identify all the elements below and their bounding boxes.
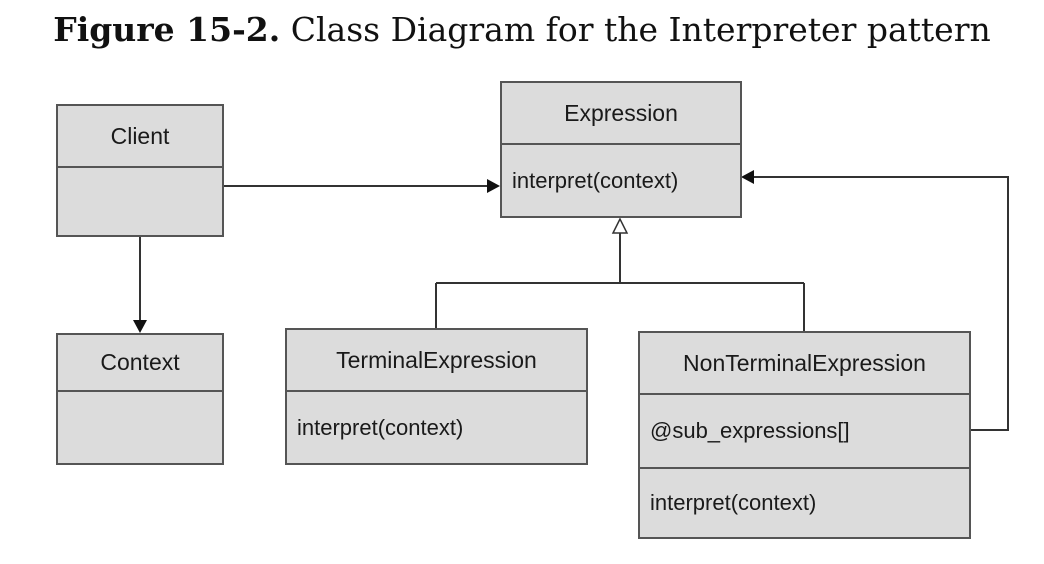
expression-class[interactable]: Expression interpret(context): [500, 81, 742, 218]
nonterminal-attribute-compartment: @sub_expressions[]: [640, 393, 969, 467]
expression-class-name: Expression: [502, 83, 740, 143]
terminal-expression-method-compartment: interpret(context): [287, 390, 586, 463]
figure-title: Class Diagram for the Interpreter patter…: [290, 10, 991, 49]
sub-expressions-attribute: @sub_expressions[]: [650, 418, 850, 443]
nonterminal-expression-class[interactable]: NonTerminalExpression @sub_expressions[]…: [638, 331, 971, 539]
terminal-expression-class[interactable]: TerminalExpression interpret(context): [285, 328, 588, 465]
subexpressions-reference-line: [753, 176, 1009, 431]
client-name-text: Client: [110, 122, 170, 149]
client-to-context-arrowhead: [133, 320, 147, 333]
client-class[interactable]: Client: [56, 104, 224, 237]
terminal-expression-class-name: TerminalExpression: [287, 330, 586, 390]
nonterminal-expression-name-text: NonTerminalExpression: [683, 349, 926, 376]
context-class-name: Context: [58, 335, 222, 390]
client-body-compartment: [58, 166, 222, 235]
client-to-expression-arrowhead: [487, 179, 500, 193]
terminal-interpret-method: interpret(context): [297, 414, 464, 440]
subexpressions-arrowhead: [741, 170, 754, 184]
nonterminal-interpret-method: interpret(context): [650, 490, 817, 515]
terminal-expression-name-text: TerminalExpression: [336, 346, 537, 373]
figure-caption: Figure 15-2. Class Diagram for the Inter…: [0, 10, 1044, 49]
client-class-name: Client: [58, 106, 222, 166]
figure-label: Figure 15-2.: [53, 10, 281, 49]
context-body-compartment: [58, 390, 222, 463]
generalization-triangle: [611, 217, 629, 234]
nonterminal-expression-class-name: NonTerminalExpression: [640, 333, 969, 393]
context-class[interactable]: Context: [56, 333, 224, 465]
expression-interpret-method: interpret(context): [512, 167, 679, 193]
nonterminal-method-compartment: interpret(context): [640, 467, 969, 537]
expression-name-text: Expression: [564, 99, 678, 126]
context-name-text: Context: [100, 349, 180, 375]
expression-method-compartment: interpret(context): [502, 143, 740, 216]
